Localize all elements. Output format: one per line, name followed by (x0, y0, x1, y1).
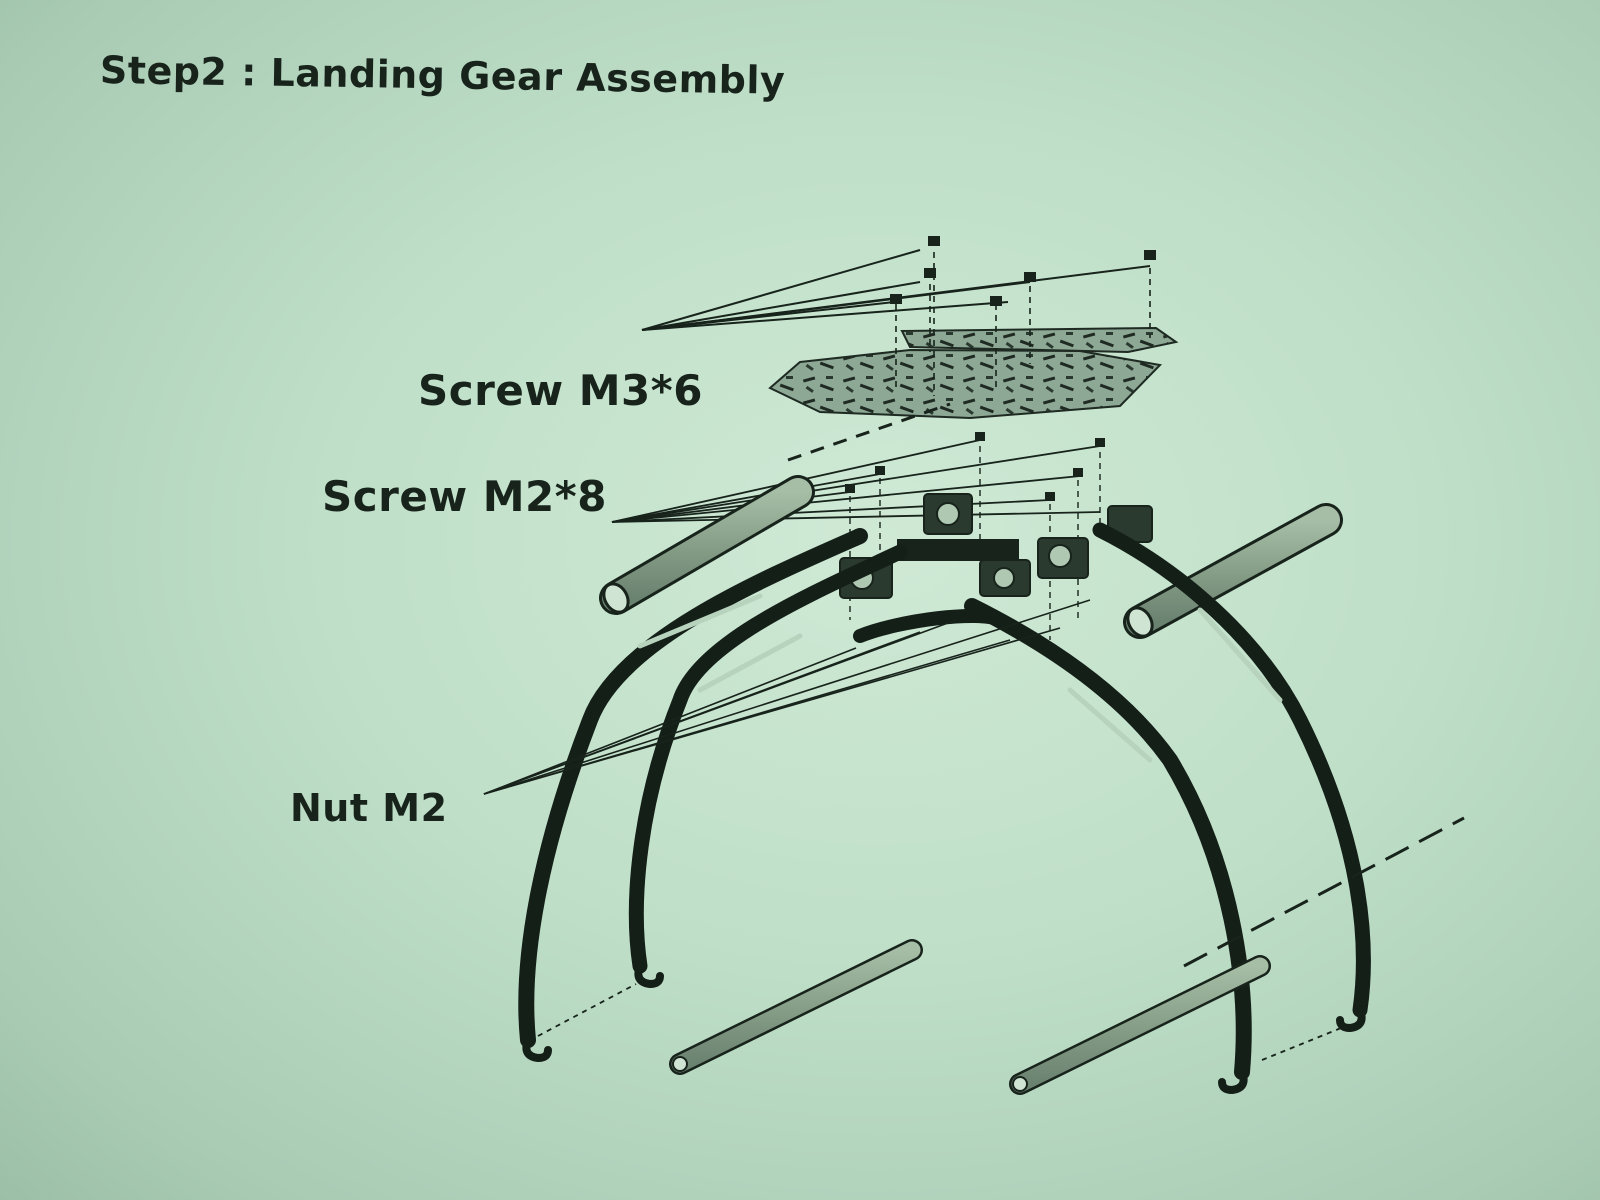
right-inner-leg (964, 598, 1252, 1094)
screw-icon (975, 432, 985, 441)
left-outer-leg (518, 528, 868, 1062)
screw-icon (928, 236, 940, 246)
right-outer-leg (1092, 522, 1371, 1032)
lower-cross-plate (853, 609, 1007, 643)
screw-icon (924, 268, 936, 278)
screw-icon (845, 484, 855, 493)
foot-tube-left (669, 939, 923, 1075)
screw-m2-group (611, 402, 1101, 640)
nut-m2-group (483, 599, 1091, 795)
clamp-blocks (839, 493, 1153, 599)
landing-gear-legs (518, 522, 1371, 1094)
m2-screws (845, 432, 1105, 501)
tube-left (599, 475, 815, 615)
screw-icon (1045, 492, 1055, 501)
screw-icon (890, 294, 902, 304)
screw-icon (1073, 468, 1083, 477)
screw-m3-group (641, 249, 1151, 396)
label-screw-m3: Screw M3*6 (418, 366, 703, 415)
label-screw-m2: Screw M2*8 (322, 472, 607, 521)
m3-screws (890, 236, 1156, 306)
left-inner-leg (628, 544, 908, 988)
screw-icon (990, 296, 1002, 306)
small-top-plate (900, 326, 1179, 354)
screw-icon (1144, 250, 1156, 260)
foot-tubes (537, 816, 1465, 1095)
foot-tube-right (1009, 955, 1271, 1095)
center-bar (897, 539, 1019, 561)
label-nut-m2: Nut M2 (290, 786, 448, 830)
screw-icon (875, 466, 885, 475)
screw-icon (1095, 438, 1105, 447)
top-plates (768, 326, 1179, 420)
screw-icon (1024, 272, 1036, 282)
large-top-plate (768, 348, 1163, 420)
tube-right (1123, 503, 1343, 639)
upper-tubes (599, 475, 1343, 639)
